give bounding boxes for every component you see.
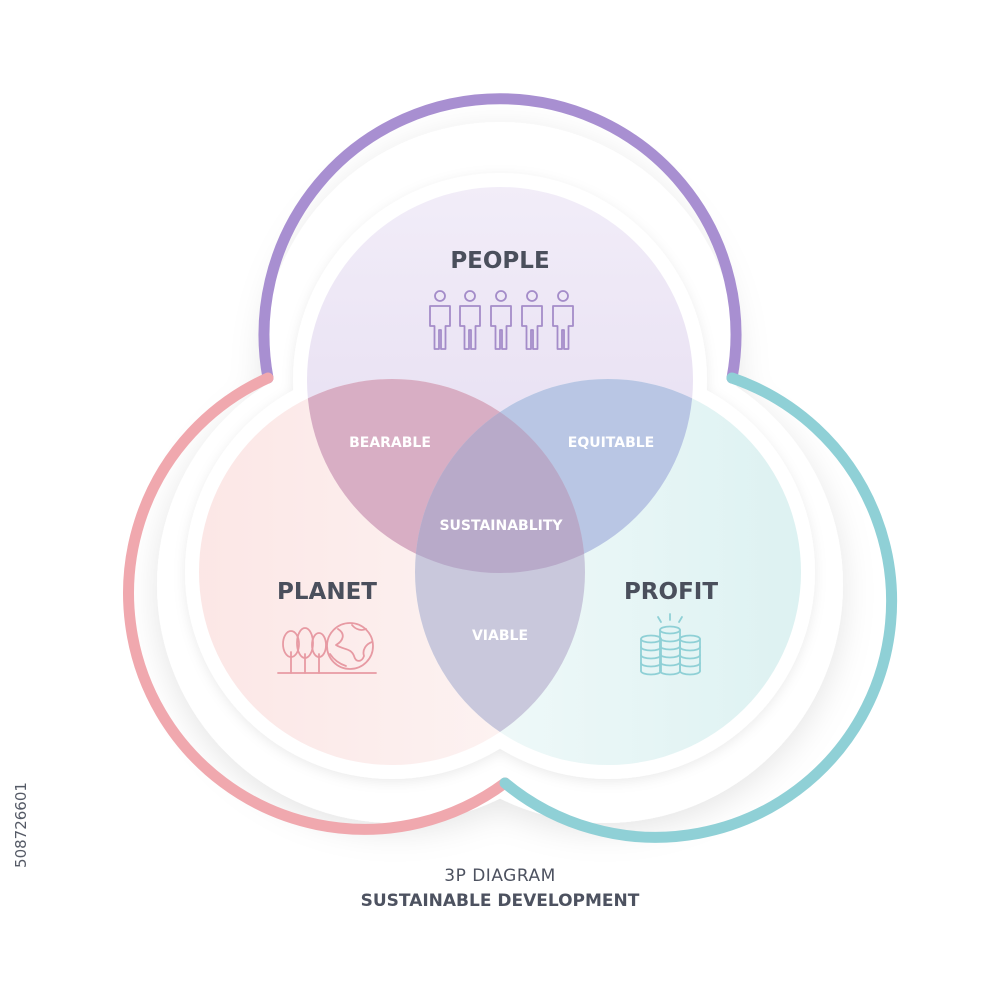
planet-label: PLANET [277, 579, 377, 605]
sparkle-icon [657, 613, 683, 623]
globe-icon [326, 622, 374, 670]
stock-id: 508726601 [12, 782, 30, 868]
sustainability-label: SUSTAINABLITY [439, 518, 563, 534]
people-ring [258, 93, 742, 384]
people-label: PEOPLE [450, 248, 549, 274]
sustainability-region [415, 379, 585, 573]
caption-title: SUSTAINABLE DEVELOPMENT [360, 891, 640, 911]
profit-label: PROFIT [624, 579, 718, 605]
caption-subtitle: 3P DIAGRAM [444, 866, 556, 886]
coins-icon [640, 613, 701, 676]
equitable-label: EQUITABLE [568, 435, 655, 451]
people-icon [429, 290, 574, 350]
tree-icon [282, 627, 327, 674]
stock-id-strip: 508726601 [8, 740, 34, 910]
planet-ring [123, 372, 511, 835]
bearable-label: BEARABLE [349, 435, 431, 451]
outer-rings [123, 93, 898, 843]
planet-icon [277, 622, 377, 674]
profit-ring [499, 372, 898, 843]
viable-label: VIABLE [472, 628, 528, 644]
